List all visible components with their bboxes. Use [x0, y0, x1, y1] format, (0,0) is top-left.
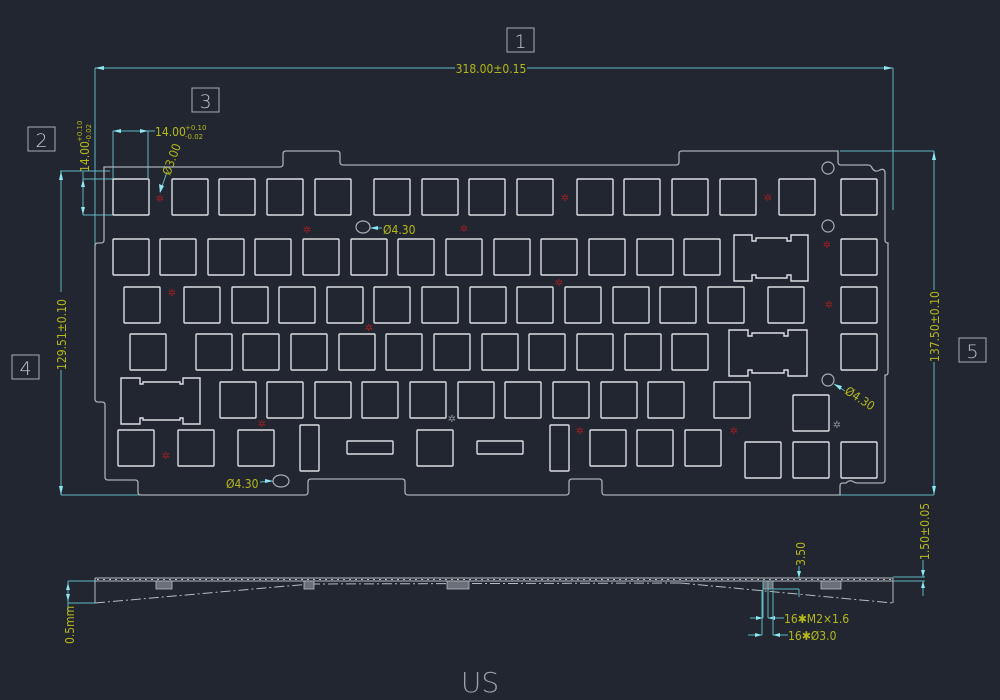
switch-height-dimension: 14.00 +0.10 -0.02: [60, 121, 113, 216]
svg-text:✲: ✲: [460, 224, 468, 235]
svg-text:Ø4.30: Ø4.30: [383, 223, 416, 237]
view-label-5: 5: [958, 337, 987, 363]
svg-text:1: 1: [514, 31, 526, 53]
switch-cutouts: [112, 178, 878, 479]
svg-text:137.50±0.10: 137.50±0.10: [928, 291, 942, 362]
svg-text:+0.10: +0.10: [185, 124, 206, 132]
svg-text:16✱Ø3.0: 16✱Ø3.0: [788, 629, 837, 643]
svg-text:✲: ✲: [448, 414, 456, 425]
right-height-dimension: 137.50±0.10: [835, 150, 942, 496]
svg-text:✲: ✲: [555, 278, 563, 289]
overall-width-dimension: 318.00±0.15: [94, 62, 894, 265]
left-height-dimension: 129.51±0.10: [55, 171, 140, 496]
svg-text:✲: ✲: [833, 420, 841, 431]
svg-text:✲: ✲: [365, 323, 373, 334]
svg-text:-0.02: -0.02: [185, 133, 203, 141]
svg-text:✲: ✲: [561, 193, 569, 204]
svg-text:4: 4: [19, 358, 31, 380]
svg-text:✲: ✲: [823, 240, 831, 251]
svg-text:14.00: 14.00: [78, 141, 92, 172]
svg-text:✲: ✲: [303, 225, 311, 236]
svg-text:318.00±0.15: 318.00±0.15: [456, 62, 527, 76]
svg-text:Ø4.30: Ø4.30: [226, 477, 259, 491]
svg-text:-0.02: -0.02: [85, 124, 93, 142]
view-label-3: 3: [191, 87, 220, 113]
side-thickness-dimension: 1.50±0.05: [893, 503, 932, 596]
svg-text:✲: ✲: [764, 193, 772, 204]
svg-text:Ø3.00: Ø3.00: [160, 142, 184, 177]
svg-text:16✱M2×1.6: 16✱M2×1.6: [784, 612, 849, 626]
standoff-spec-leader: 16✱Ø3.0: [748, 590, 837, 643]
mount-hole-bottom-leader: Ø4.30: [226, 477, 274, 491]
svg-text:Ø4.30: Ø4.30: [842, 384, 877, 414]
svg-text:+0.10: +0.10: [76, 121, 84, 142]
svg-text:✲: ✲: [156, 194, 164, 205]
layout-title: US: [461, 666, 499, 699]
view-label-4: 4: [11, 354, 40, 380]
mount-hole-right-leader: Ø4.30: [833, 383, 877, 414]
svg-text:✲: ✲: [162, 451, 170, 462]
svg-text:14.00: 14.00: [155, 125, 186, 139]
svg-text:5: 5: [966, 341, 978, 363]
svg-text:1.50±0.05: 1.50±0.05: [918, 503, 932, 560]
plate-outline: [94, 150, 889, 496]
svg-text:3.50: 3.50: [794, 542, 808, 566]
svg-text:3: 3: [199, 91, 211, 113]
svg-text:✲: ✲: [258, 419, 266, 430]
switch-width-dimension: 14.00 +0.10 -0.02: [112, 124, 206, 215]
view-label-2: 2: [27, 126, 56, 152]
svg-text:✲: ✲: [825, 300, 833, 311]
screw-spec-leader: 16✱M2×1.6: [750, 581, 849, 626]
view-label-1: 1: [506, 27, 535, 53]
svg-text:0.5mm: 0.5mm: [63, 606, 77, 644]
svg-text:129.51±0.10: 129.51±0.10: [55, 299, 69, 370]
mount-hole-top-leader: Ø4.30: [370, 223, 416, 237]
side-height-dimension: 3.50: [770, 542, 808, 597]
svg-text:✲: ✲: [576, 426, 584, 437]
svg-text:2: 2: [35, 130, 47, 152]
standoff-markers: ✲ ✲ ✲ ✲ ✲ ✲ ✲ ✲ ✲ ✲ ✲ ✲ ✲ ✲ ✲ ✲: [156, 193, 841, 462]
svg-text:✲: ✲: [730, 426, 738, 437]
tilt-offset-dimension: 0.5mm: [63, 580, 95, 644]
svg-text:✲: ✲: [168, 288, 176, 299]
